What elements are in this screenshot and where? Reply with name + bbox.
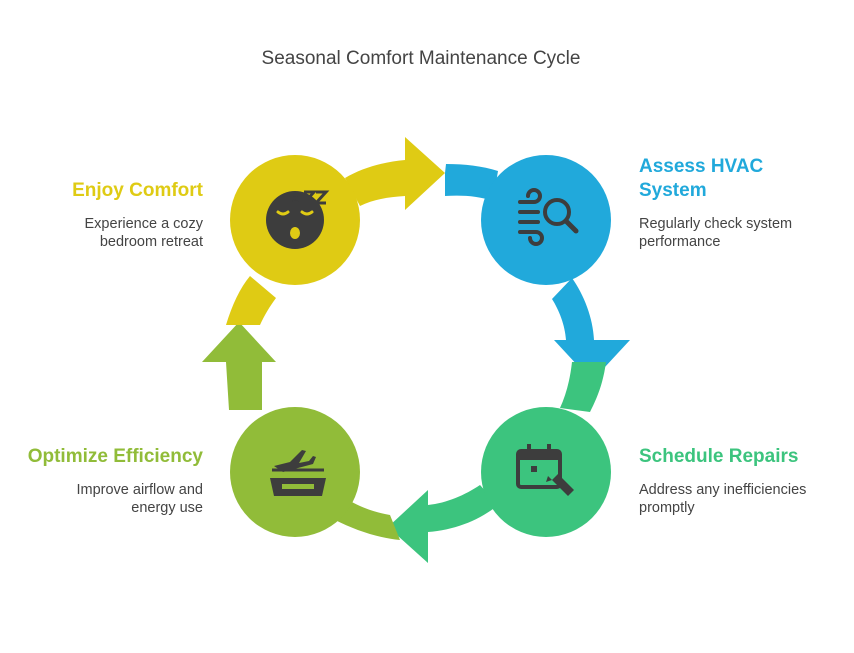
optimize-efficiency-desc-line2: energy use — [131, 500, 203, 516]
arc-enjoy-to-assess — [345, 137, 445, 210]
optimize-efficiency-label: Optimize Efficiency — [27, 446, 203, 467]
calendar-edit-icon — [516, 444, 574, 496]
schedule-repairs-desc-line2: promptly — [639, 500, 695, 516]
enjoy-comfort-desc-line2: bedroom retreat — [99, 234, 203, 250]
arc-assess-to-schedule — [552, 278, 630, 381]
enjoy-comfort-desc-line1: Experience a cozy — [84, 216, 203, 232]
optimize-circle — [230, 407, 360, 537]
arc-assess-top — [445, 164, 498, 201]
airflow-search-icon — [518, 188, 579, 246]
assess-hvac-label-line2: System — [639, 180, 707, 201]
arrow-optimize-to-enjoy — [202, 322, 276, 410]
diagram-title: Seasonal Comfort Maintenance Cycle — [261, 48, 581, 69]
arc-optimize-bottom — [335, 495, 400, 540]
svg-text:z: z — [292, 190, 299, 205]
assess-hvac-desc-line2: performance — [639, 234, 721, 250]
arc-schedule-down — [560, 362, 606, 412]
schedule-repairs-desc-line1: Address any inefficiencies — [639, 482, 807, 498]
assess-hvac-desc-line1: Regularly check system — [639, 216, 793, 232]
schedule-circle — [481, 407, 611, 537]
schedule-repairs-label: Schedule Repairs — [639, 446, 799, 467]
arc-schedule-to-optimize — [388, 485, 498, 563]
sleeping-face-icon: z — [266, 190, 330, 249]
flight-mattress-icon — [270, 450, 326, 496]
assess-hvac-label-line1: Assess HVAC — [639, 156, 764, 177]
arc-optimize-to-enjoy — [226, 276, 276, 325]
optimize-efficiency-desc-line1: Improve airflow and — [76, 482, 203, 498]
enjoy-comfort-label: Enjoy Comfort — [72, 180, 203, 201]
